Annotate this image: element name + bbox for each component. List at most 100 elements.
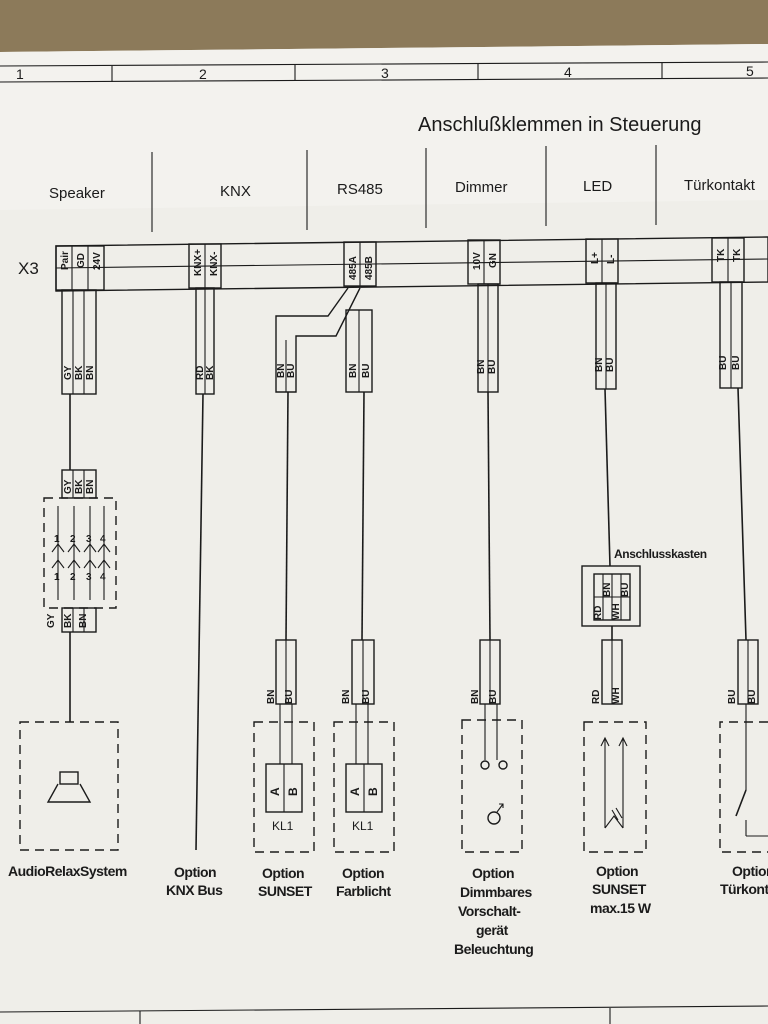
terminal-label: Pair [60,251,71,270]
plug-pin-number: 4 [100,534,106,545]
dimmer-branch: BN BU BN BU Option Dimmbares Vorschalt- … [454,283,534,957]
wire-color-label: BK [74,479,85,494]
terminal-label: KNX+ [193,249,204,276]
diagram-title: Anschlußklemmen in Steuerung [418,114,701,136]
sunset-branch: BN BU BN BU A B KL1 Option SUNSET [253,287,361,899]
tuerkontakt-branch: BU BU BU BU Option Türkont [718,281,768,897]
wire-color-label: BU [731,356,742,370]
terminal-cells: Pair GD 24V KNX+ KNX- 485A 485B 10V GN L… [55,237,745,291]
section-header-rs485: RS485 [337,181,383,198]
terminal-dot [480,760,490,770]
speaker-icon [46,771,92,803]
wire-color-label: BU [747,690,758,704]
wire-color-label: BK [74,365,85,380]
caption-dimmer-line1: Option [472,865,514,881]
column-number: 3 [381,65,389,81]
caption-dimmer-line2: Dimmbares [460,884,532,900]
wire-color-label: BU [286,364,297,378]
wire-color-label: BU [718,356,729,370]
caption-tuer-line2: Türkont [720,881,768,897]
junction-pin-label: RD [593,606,604,620]
wire-color-label: BU [361,690,372,704]
column-number: 5 [746,63,754,79]
terminal-label: KNX- [209,252,220,276]
wire-color-label: BU [488,690,499,704]
wire-color-label: RD [195,366,206,380]
wire-color-label: BN [594,358,605,372]
plug-contact-symbols [51,506,111,600]
wire-color-label: BN [78,614,89,628]
door-switch-icon [735,704,768,837]
column-number: 2 [199,66,207,82]
wire-color-label: GY [46,613,57,628]
caption-knx-line2: KNX Bus [166,882,223,898]
wire-color-label: BN [85,366,96,380]
junction-pin-label: BN [602,583,613,597]
caption-led-line1: Option [596,863,638,879]
wire-color-label: WH [611,687,622,704]
caption-farblicht-line1: Option [342,865,384,881]
wire-color-label: BN [348,364,359,378]
wire-color-label: RD [591,690,602,704]
plug-pin-number: 2 [70,534,76,545]
dimmer-device-box [461,719,523,853]
terminal-label: TK [732,248,743,262]
wire-color-label: GY [63,479,74,494]
tuerkontakt-device-box [719,721,768,853]
sunset-device-box [253,721,315,853]
paper-shade [0,44,768,210]
wire-color-label: BU [605,358,616,372]
wire-color-label: BN [476,360,487,374]
plug-pins: 1 2 3 4 1 2 3 4 [54,534,106,583]
wire-color-label: BN [341,690,352,704]
wire-color-label: BU [727,690,738,704]
wire-color-label: BU [284,690,295,704]
plug-pin-number: 1 [54,534,60,545]
bottom-title-block [0,1005,768,1024]
module-pin-b: B [286,787,300,796]
module-pin-a: A [268,787,282,796]
junction-pin-label: BU [620,583,631,597]
section-headers: Speaker KNX RS485 Dimmer LED Türkontakt [49,145,756,232]
module-pin-b: B [366,787,380,796]
section-header-knx: KNX [220,183,251,200]
terminal-label: L- [606,255,617,264]
lamp-icon [487,803,504,825]
wire-color-label: BN [470,690,481,704]
caption-led-line3: max.15 W [590,900,652,916]
wire-color-label: BN [276,364,287,378]
junction-box-label: Anschlusskasten [614,547,707,561]
led-branch: BN BU Anschlusskasten RD BN WH BU RD WH … [581,282,707,916]
terminal-label: GD [76,253,87,268]
terminal-label: 24V [92,252,103,270]
knx-branch: RD BK Option KNX Bus [166,287,224,898]
speaker-terminals: Pair GD 24V [55,245,105,291]
caption-dimmer-line4: gerät [476,922,509,938]
column-strip: 1 2 3 4 5 [0,61,768,83]
caption-led-line2: SUNSET [592,881,647,897]
wire-color-label: BU [361,364,372,378]
wire-color-label: BN [85,480,96,494]
caption-dimmer-line3: Vorschalt- [458,903,521,919]
module-pin-a: A [348,787,362,796]
plug-pin-number: 2 [70,572,76,583]
plug-pin-number: 1 [54,572,60,583]
section-header-speaker: Speaker [49,185,105,202]
terminal-label: 485B [364,256,375,280]
terminal-label: 10V [472,252,483,270]
speaker-branch: GY BK BN GY BK BN 1 2 3 4 1 2 3 4 [8,289,127,879]
caption-sunset-line1: Option [262,865,304,881]
module-label: KL1 [352,819,374,833]
section-header-led: LED [583,178,612,195]
terminal-label: 485A [348,256,359,280]
caption-tuer-line1: Option [732,863,768,879]
wire-color-label: GY [63,365,74,380]
section-header-tuerkontakt: Türkontakt [684,177,756,194]
farblicht-device-box [333,721,395,853]
led-device-box [583,721,647,853]
section-header-dimmer: Dimmer [455,179,508,196]
led-strip-icon [600,736,628,829]
terminal-dot [498,760,508,770]
plug-pin-number: 3 [86,534,92,545]
